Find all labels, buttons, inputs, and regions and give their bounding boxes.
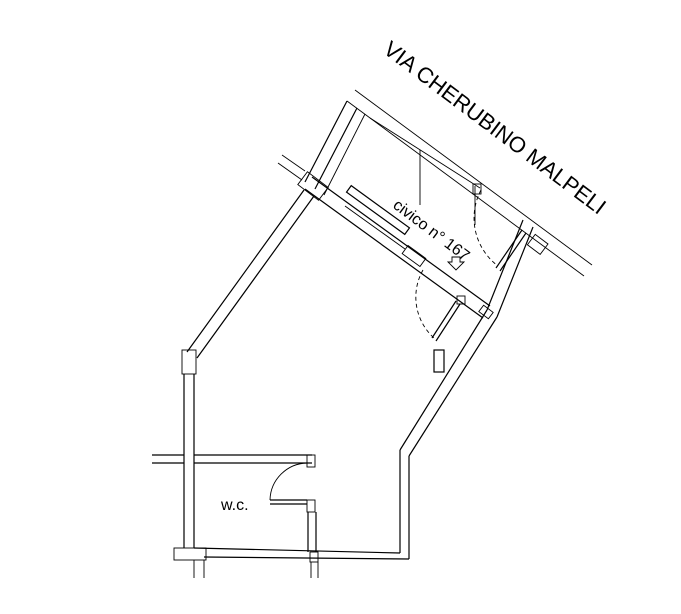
street-frontage: [346, 89, 593, 277]
civic-number-label: civico n° 167: [390, 197, 473, 265]
wc-door: [269, 462, 308, 505]
right-wall: [399, 309, 498, 559]
entry-arrow-icon: [446, 256, 466, 271]
shop-window: [297, 171, 491, 319]
street-name-label: VIA CHERUBINO MALPELI: [379, 36, 611, 219]
bottom-wall: [173, 547, 410, 578]
entrance-vestibule: [304, 100, 549, 318]
wc-partition: [152, 454, 317, 552]
left-wall: [181, 154, 315, 548]
column: [433, 349, 445, 373]
wc-label: w.c.: [220, 497, 249, 514]
entrance-door: [473, 189, 527, 272]
